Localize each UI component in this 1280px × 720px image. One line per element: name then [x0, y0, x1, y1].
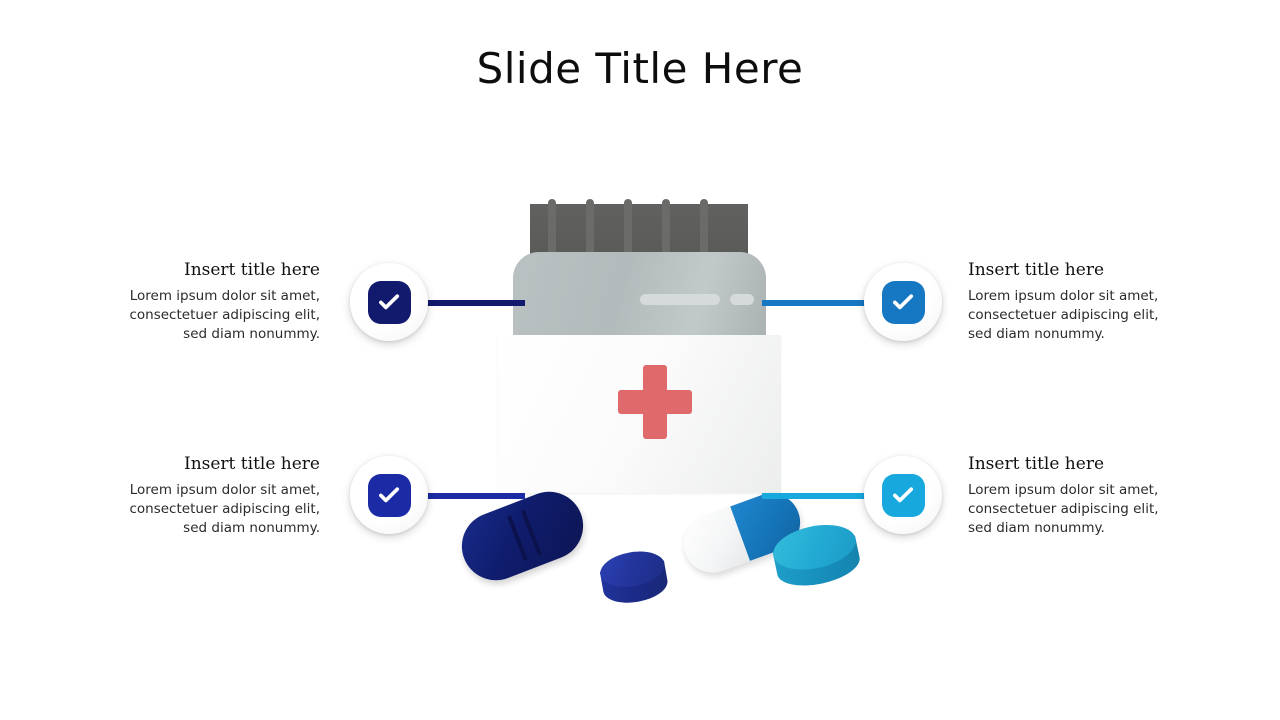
medicine-bottle-illustration — [440, 180, 864, 620]
item-title: Insert title here — [968, 454, 1105, 474]
text-block-bottom-left: Insert title here Lorem ipsum dolor sit … — [108, 453, 320, 538]
cap-ridge — [700, 199, 708, 261]
cap-ridge — [548, 199, 556, 261]
badge-top-right[interactable] — [864, 263, 942, 341]
item-body: Lorem ipsum dolor sit amet, consectetuer… — [129, 288, 320, 342]
text-block-top-right: Insert title here Lorem ipsum dolor sit … — [968, 259, 1180, 344]
text-block-top-left: Insert title here Lorem ipsum dolor sit … — [108, 259, 320, 344]
bottle-gloss-long — [640, 294, 720, 305]
badge-bottom-left[interactable] — [350, 456, 428, 534]
cap-ridge — [586, 199, 594, 261]
item-body: Lorem ipsum dolor sit amet, consectetuer… — [968, 482, 1159, 536]
check-icon — [367, 473, 411, 517]
cap-ridge — [624, 199, 632, 261]
page-title: Slide Title Here — [476, 44, 804, 93]
check-icon — [881, 280, 925, 324]
connector-line-top-left — [425, 300, 525, 306]
connector-line-bottom-left — [425, 493, 525, 499]
connector-line-top-right — [762, 300, 867, 306]
bottle-gloss-short — [730, 294, 754, 305]
bottle-label — [498, 335, 781, 493]
item-body: Lorem ipsum dolor sit amet, consectetuer… — [968, 288, 1159, 342]
badge-bottom-right[interactable] — [864, 456, 942, 534]
blue-round-tablet — [597, 546, 671, 615]
medical-cross-icon — [618, 365, 692, 439]
item-title: Insert title here — [968, 260, 1105, 280]
bottle-cap — [530, 204, 748, 257]
item-body: Lorem ipsum dolor sit amet, consectetuer… — [129, 482, 320, 536]
text-block-bottom-right: Insert title here Lorem ipsum dolor sit … — [968, 453, 1180, 538]
cap-ridge — [662, 199, 670, 261]
bottle-shoulder — [513, 252, 766, 348]
check-icon — [367, 280, 411, 324]
connector-line-bottom-right — [762, 493, 867, 499]
badge-top-left[interactable] — [350, 263, 428, 341]
item-title: Insert title here — [183, 260, 320, 280]
check-icon — [881, 473, 925, 517]
item-title: Insert title here — [183, 454, 320, 474]
